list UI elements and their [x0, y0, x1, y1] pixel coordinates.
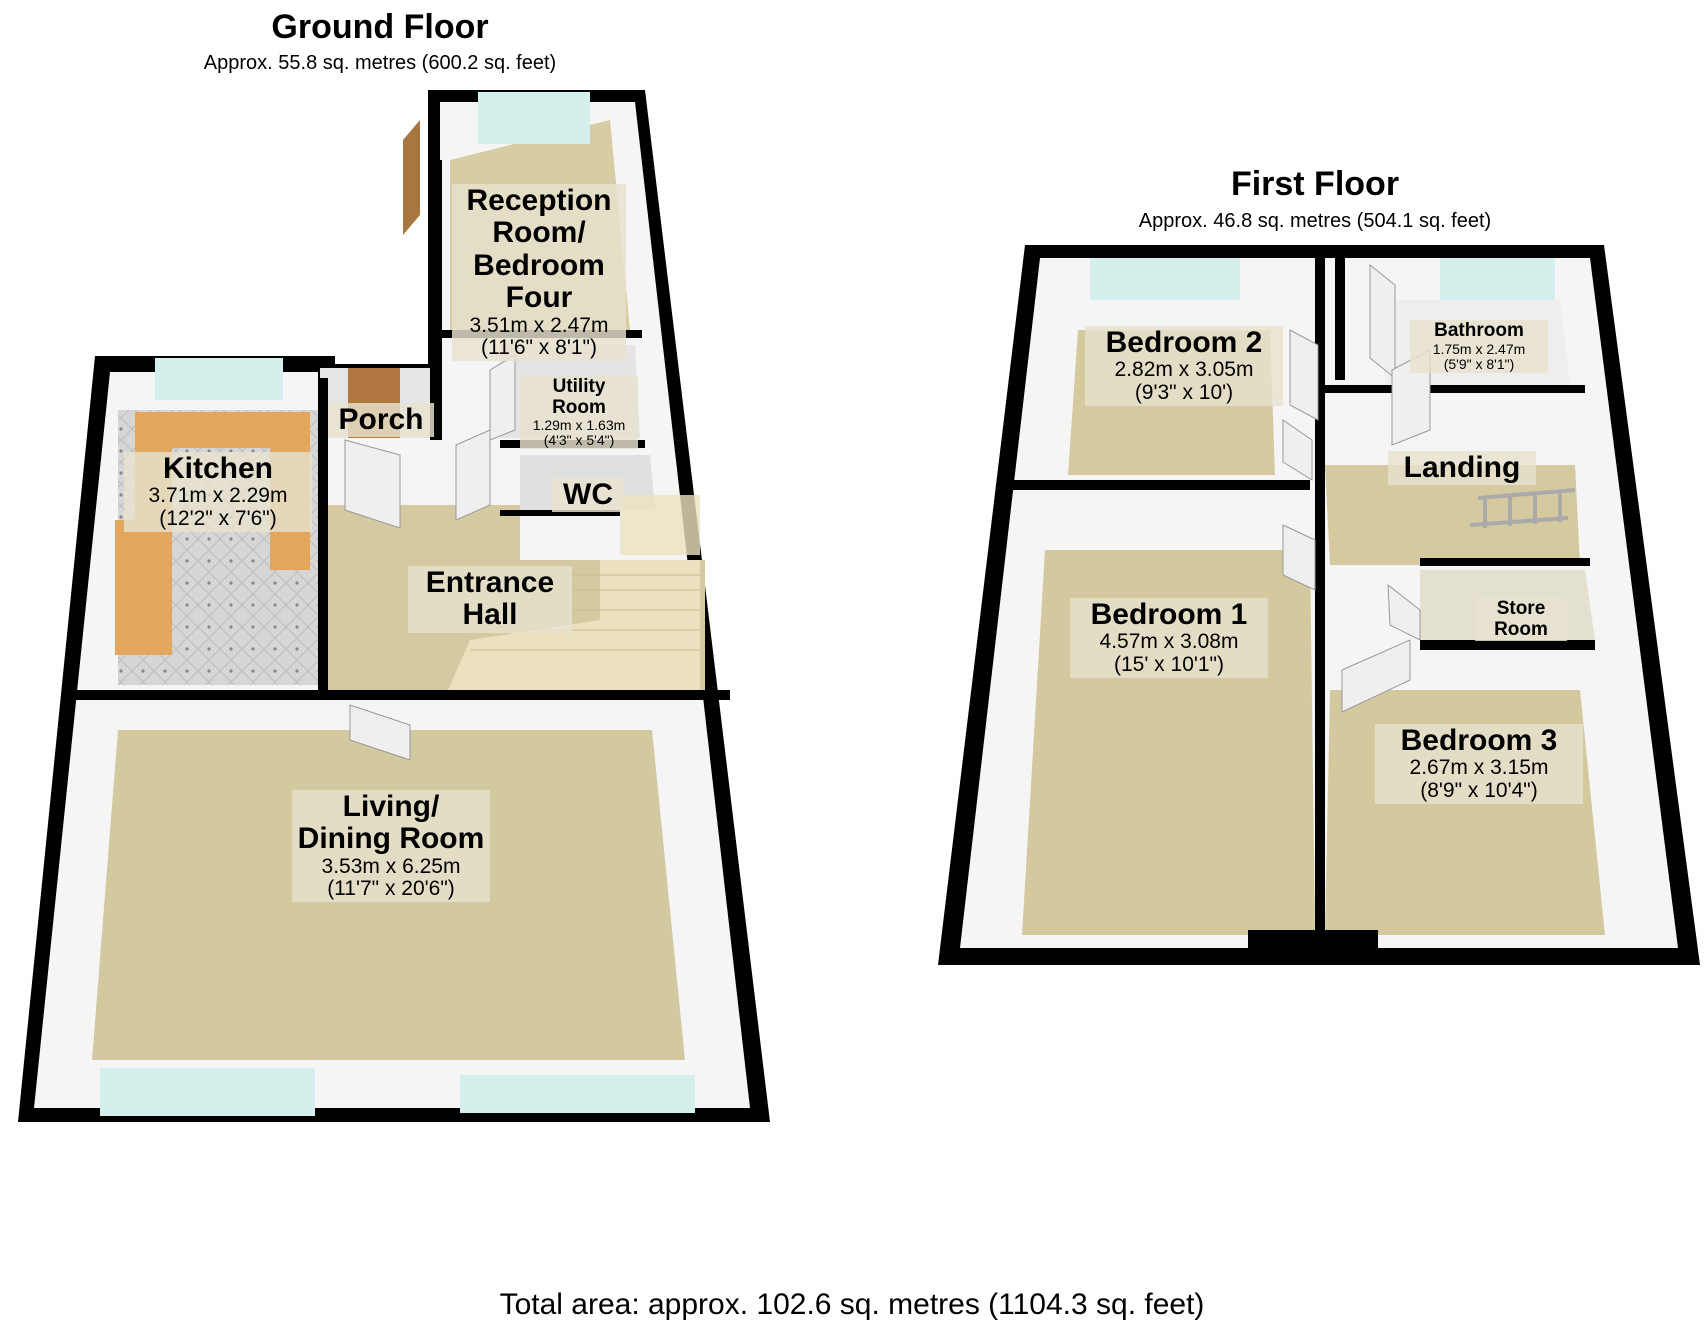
- bathroom-window: [1440, 258, 1555, 300]
- room-label-wc: WC: [552, 478, 624, 513]
- store-room-door: [1387, 583, 1421, 641]
- kitchen-window: [155, 358, 283, 400]
- room-label-bedroom-2: Bedroom 2 2.82m x 3.05m (9'3" x 10'): [1085, 326, 1283, 406]
- living-door: [349, 704, 411, 761]
- utility-door: [489, 354, 516, 441]
- bathroom-door: [1369, 263, 1396, 380]
- total-area: Total area: approx. 102.6 sq. metres (11…: [499, 1288, 1205, 1321]
- room-label-bedroom-3: Bedroom 3 2.67m x 3.15m (8'9" x 10'4"): [1375, 724, 1583, 804]
- room-label-utility: Utility Room 1.29m x 1.63m (4'3" x 5'4"): [520, 376, 638, 450]
- reception-entry-door: [403, 120, 420, 235]
- reception-window: [478, 92, 590, 144]
- first-floor-area: Approx. 46.8 sq. metres (504.1 sq. feet): [1138, 210, 1492, 232]
- bedroom-3-door: [1341, 639, 1411, 713]
- living-patio-door: [100, 1068, 315, 1116]
- bedroom-2-door-2: [1282, 419, 1313, 481]
- room-label-store-room: Store Room: [1475, 598, 1567, 642]
- room-label-bedroom-1: Bedroom 1 4.57m x 3.08m (15' x 10'1"): [1070, 598, 1268, 678]
- first-floor-plan: [938, 245, 1700, 965]
- ground-floor-area: Approx. 55.8 sq. metres (600.2 sq. feet): [203, 52, 557, 74]
- stair-railing: [1469, 488, 1576, 528]
- ground-floor-plan: [18, 90, 770, 1122]
- ground-floor-title: Ground Floor: [271, 8, 489, 46]
- room-label-entrance-hall: Entrance Hall: [408, 566, 572, 633]
- living-window: [460, 1075, 695, 1113]
- room-label-reception: Reception Room/ Bedroom Four 3.51m x 2.4…: [452, 184, 626, 361]
- hall-door: [344, 439, 401, 529]
- room-label-kitchen: Kitchen 3.71m x 2.29m (12'2" x 7'6"): [124, 452, 312, 532]
- wc-door: [455, 429, 491, 521]
- room-label-porch: Porch: [328, 403, 434, 438]
- first-floor-title: First Floor: [1230, 165, 1400, 203]
- room-label-landing: Landing: [1388, 451, 1536, 486]
- bedroom-2-window: [1090, 258, 1240, 300]
- room-label-bathroom: Bathroom 1.75m x 2.47m (5'9" x 8'1"): [1410, 320, 1548, 373]
- room-label-living-dining: Living/ Dining Room 3.53m x 6.25m (11'7"…: [292, 790, 490, 903]
- bedroom-2-door: [1289, 329, 1319, 421]
- staircase: [448, 495, 700, 690]
- bedroom-1-door: [1282, 524, 1316, 591]
- landing-floor: [1325, 465, 1580, 565]
